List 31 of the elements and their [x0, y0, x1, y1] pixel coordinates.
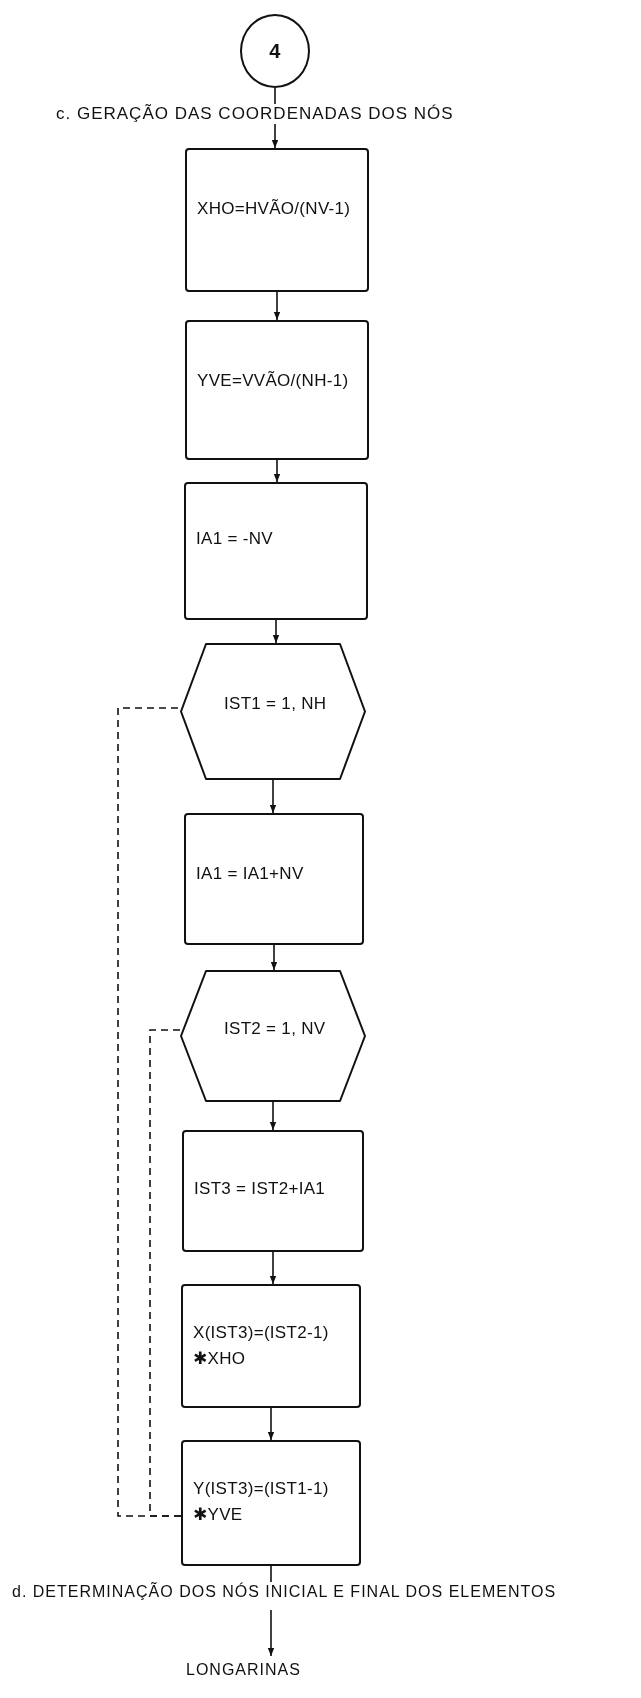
arrow: [273, 459, 281, 483]
formula-text: X(IST3)=(IST2-1) ✱XHO: [193, 1322, 330, 1370]
arrow: [269, 779, 277, 814]
arrow: [272, 619, 280, 644]
formula-text: YVE=VVÃO/(NH-1): [197, 370, 349, 392]
process-box: [185, 320, 369, 460]
arrow: [267, 1609, 275, 1657]
process-box: [184, 813, 364, 945]
arrow: [269, 1251, 277, 1285]
loop-hexagon: [180, 643, 366, 780]
process-box: [182, 1130, 364, 1252]
section-heading: c. GERAÇÃO DAS COORDENADAS DOS NÓS: [56, 104, 454, 125]
formula-text: IA1 = IA1+NV: [196, 863, 304, 885]
loop-hexagon: [180, 970, 366, 1102]
arrow: [267, 1407, 275, 1441]
formula-text: XHO=HVÃO/(NV-1): [197, 198, 351, 220]
loop-return-line: [149, 1029, 182, 1517]
process-box: [185, 148, 369, 292]
section-heading: d. DETERMINAÇÃO DOS NÓS INICIAL E FINAL DOS ELEMENTOS: [12, 1582, 557, 1602]
arrow: [269, 1101, 277, 1131]
process-box: [181, 1284, 361, 1408]
formula-text: IST1 = 1, NH: [224, 693, 327, 715]
arrow: [270, 944, 278, 971]
process-box: [184, 482, 368, 620]
formula-text: IST2 = 1, NV: [224, 1018, 326, 1040]
connector-number: 4: [269, 39, 281, 64]
formula-text: IST3 = IST2+IA1: [194, 1178, 326, 1200]
arrow: [273, 291, 281, 321]
process-box: [181, 1440, 361, 1566]
formula-text: Y(IST3)=(IST1-1) ✱YVE: [193, 1478, 330, 1526]
formula-text: IA1 = -NV: [196, 528, 273, 550]
